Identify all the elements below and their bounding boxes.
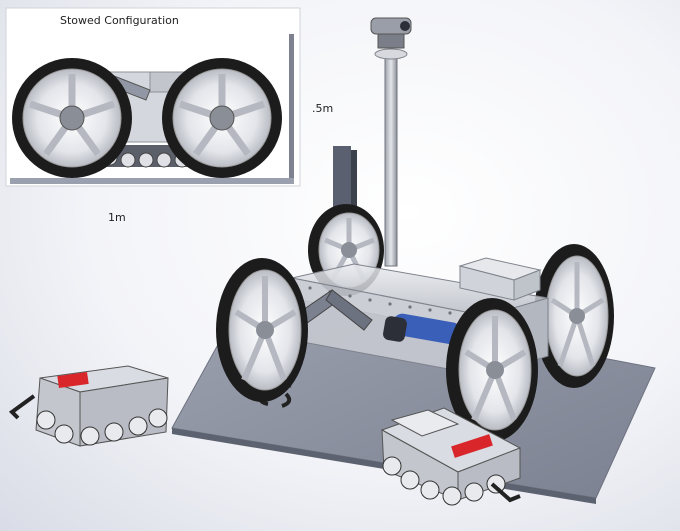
motor-cap bbox=[383, 316, 407, 342]
wheel-front-left bbox=[216, 258, 308, 402]
mast-cap bbox=[374, 48, 408, 60]
tracked-robot-right bbox=[380, 407, 522, 506]
drive-motor bbox=[392, 313, 462, 345]
tracked-robot-left bbox=[8, 365, 169, 447]
camera-mast bbox=[384, 53, 398, 267]
tracked-robot-right-cargo bbox=[390, 409, 460, 437]
arm-lower bbox=[325, 289, 373, 331]
length-dimension-label: 1m bbox=[108, 211, 126, 224]
height-dimension-label: .5m bbox=[312, 102, 334, 115]
wheel-rear-right bbox=[534, 244, 614, 388]
payload-box-side bbox=[513, 269, 541, 301]
wheel-front-right bbox=[446, 298, 538, 442]
inset-wall-right bbox=[289, 34, 294, 184]
camera-lens-icon bbox=[400, 21, 410, 31]
inset-wheel-left bbox=[12, 58, 132, 178]
inset-floor bbox=[10, 178, 294, 184]
stowed-inset bbox=[5, 7, 301, 187]
camera-mount bbox=[377, 33, 405, 49]
inset-wheel-right bbox=[162, 58, 282, 178]
inset-title: Stowed Configuration bbox=[60, 14, 179, 27]
